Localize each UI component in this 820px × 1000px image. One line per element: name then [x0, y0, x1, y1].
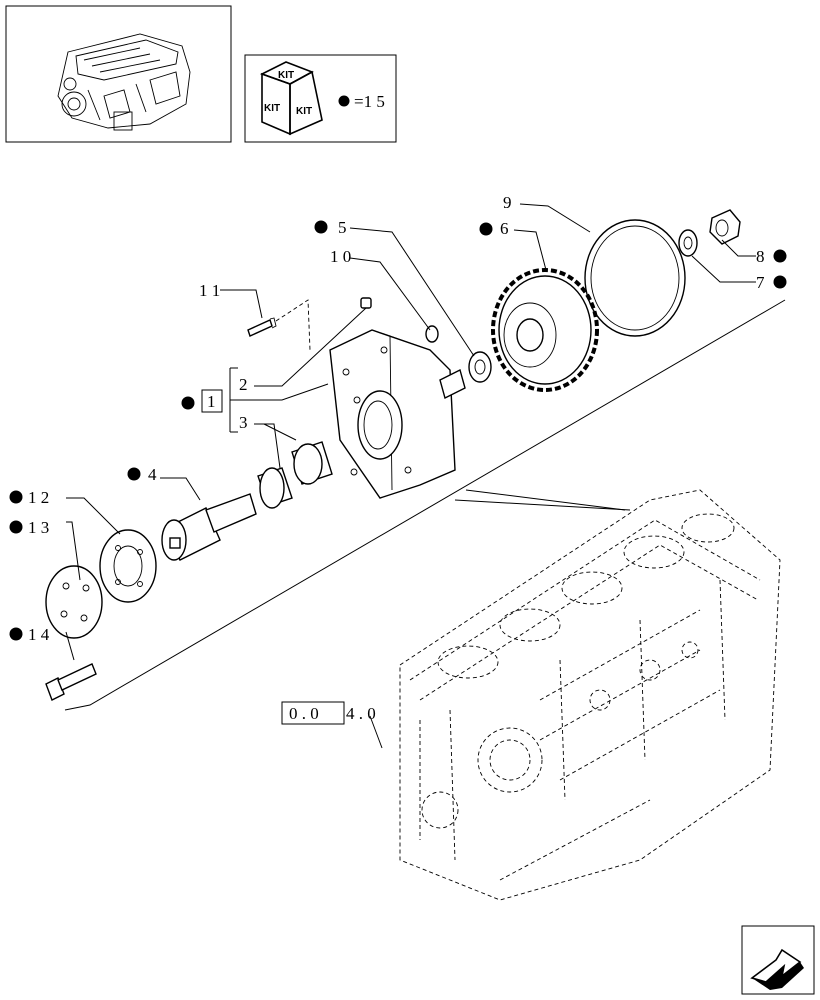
callout-14-text: 1 4 [28, 625, 50, 644]
kit-dot-icon [127, 467, 141, 481]
callout-9-text: 9 [503, 193, 512, 212]
kit-dot-icon [9, 627, 23, 641]
callout-8[interactable]: 8 [756, 247, 787, 266]
kit-legend: KIT KIT KIT =1 5 [244, 54, 397, 143]
callout-4[interactable]: 4 [127, 465, 158, 484]
part-7-washer[interactable] [678, 229, 698, 257]
part-9-gasket[interactable] [584, 219, 686, 337]
kit-dot-icon [181, 396, 195, 410]
kit-dot-icon [314, 220, 328, 234]
next-page-arrow-icon [750, 948, 804, 990]
callout-7[interactable]: 7 [756, 273, 787, 292]
reference-suffix-text: 4 . 0 [346, 704, 376, 723]
engine-thumbnail[interactable] [5, 5, 232, 143]
callout-5[interactable]: 5 [314, 218, 347, 237]
kit-cube-icon: KIT KIT KIT [259, 61, 323, 136]
part-4-shaft[interactable] [161, 493, 257, 561]
callout-5-text: 5 [338, 218, 347, 237]
callout-6[interactable]: 6 [479, 219, 509, 238]
kit-dot-icon [9, 490, 23, 504]
kit-dot-icon [9, 520, 23, 534]
part-2-plug[interactable] [360, 297, 372, 309]
part-14-bolt[interactable] [45, 663, 97, 701]
kit-dot-icon [338, 95, 350, 107]
callout-1[interactable]: 1 [181, 389, 223, 413]
reference-link[interactable]: 0 . 0 4 . 0 [281, 701, 376, 725]
kit-dot-icon [479, 222, 493, 236]
callout-3[interactable]: 3 [239, 413, 248, 432]
part-6-gear[interactable] [491, 268, 599, 392]
part-8-nut[interactable] [709, 209, 741, 245]
callout-11[interactable]: 1 1 [199, 281, 220, 300]
kit-dot-icon [773, 275, 787, 289]
part-12-flange[interactable] [99, 529, 157, 603]
kit-dot-icon [773, 249, 787, 263]
callout-4-text: 4 [148, 465, 157, 484]
callout-2-text: 2 [239, 375, 248, 394]
reference-boxed-text: 0 . 0 [289, 704, 319, 723]
engine-icon [57, 33, 191, 131]
part-10-oring[interactable] [425, 325, 439, 343]
callout-1-box [201, 389, 223, 413]
callout-13[interactable]: 1 3 [9, 518, 50, 537]
kit-top-text: KIT [278, 70, 294, 81]
callout-3-text: 3 [239, 413, 248, 432]
leader-lines [65, 203, 756, 749]
kit-left-text: KIT [264, 103, 280, 114]
callout-14[interactable]: 1 4 [9, 625, 50, 644]
group-boundary-lines [64, 299, 786, 711]
callout-10[interactable]: 1 0 [330, 247, 351, 266]
part-13-cover[interactable] [45, 565, 103, 639]
kit-right-text: KIT [296, 106, 312, 117]
reference-box [281, 701, 345, 725]
callout-12-text: 1 2 [28, 488, 49, 507]
part-1-pump-body[interactable] [329, 329, 466, 499]
part-5-washer[interactable] [468, 351, 492, 383]
callout-8-text: 8 [756, 247, 765, 266]
callout-2[interactable]: 2 [239, 375, 248, 394]
callout-12[interactable]: 1 2 [9, 488, 50, 507]
callout-10-text: 1 0 [330, 247, 351, 266]
callout-9[interactable]: 9 [503, 193, 512, 212]
callout-7-text: 7 [756, 273, 765, 292]
kit-equals-label: =1 5 [354, 92, 385, 111]
callout-1-text: 1 [207, 392, 216, 411]
callout-6-text: 6 [500, 219, 509, 238]
callout-11-text: 1 1 [199, 281, 220, 300]
part-3-bushings[interactable] [257, 441, 333, 509]
engine-block [399, 489, 781, 901]
part-11-screw[interactable] [247, 299, 311, 351]
callout-13-text: 1 3 [28, 518, 49, 537]
next-page-button[interactable] [741, 925, 815, 995]
